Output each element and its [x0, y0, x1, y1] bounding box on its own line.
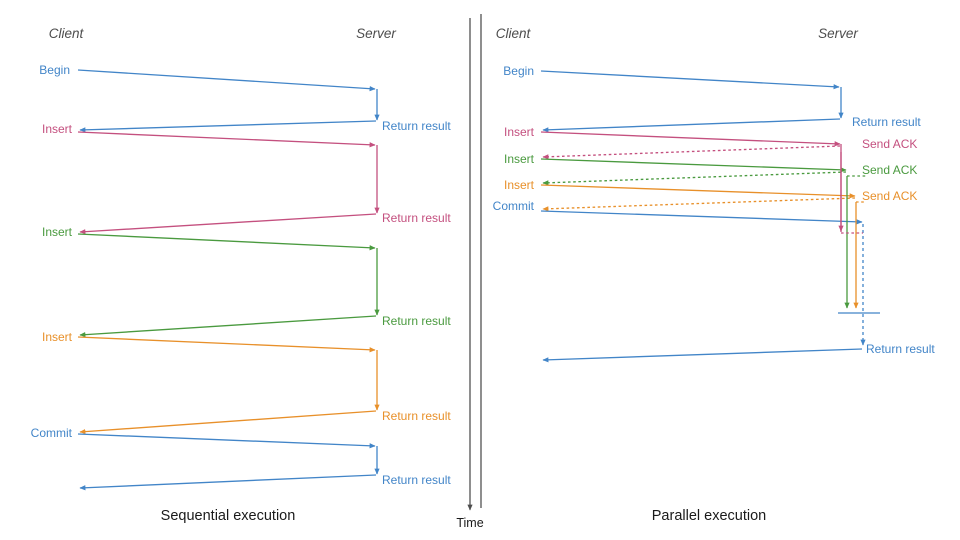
client-label-parallel-0: Begin: [503, 64, 534, 78]
message-commit-return-parallel: [542, 348, 863, 363]
message-insert3-ack-parallel: [542, 197, 856, 212]
server-label-sequential-4: Return result: [382, 473, 451, 487]
client-label-parallel-2: Insert: [504, 152, 535, 166]
message-begin-return-sequential: [79, 120, 377, 133]
message-insert2-request-sequential: [77, 233, 376, 251]
message-insert1-return-sequential: [79, 213, 377, 235]
message-insert3-request-parallel: [540, 184, 856, 199]
client-label-sequential-1: Insert: [42, 122, 73, 136]
client-label-sequential-0: Begin: [39, 63, 70, 77]
server-label-parallel-0: Return result: [852, 115, 921, 129]
server-label-parallel-1: Send ACK: [862, 137, 917, 151]
client-label-sequential-4: Commit: [31, 426, 73, 440]
server-label-parallel-4: Return result: [866, 342, 935, 356]
message-begin-return-parallel: [542, 118, 841, 133]
server-header-parallel: Server: [818, 26, 858, 41]
message-insert1-request-sequential: [77, 131, 376, 148]
client-header-sequential: Client: [49, 26, 85, 41]
message-insert3-request-sequential: [77, 336, 376, 353]
client-label-parallel-1: Insert: [504, 125, 535, 139]
message-begin-request-sequential: [77, 69, 376, 92]
panel-caption-sequential: Sequential execution: [161, 508, 296, 524]
message-insert1-ack-parallel: [542, 145, 841, 160]
message-insert2-ack-parallel: [542, 171, 847, 186]
message-commit-return-sequential: [79, 474, 377, 491]
message-begin-request-parallel: [540, 70, 840, 90]
client-label-parallel-3: Insert: [504, 178, 535, 192]
server-label-sequential-3: Return result: [382, 409, 451, 423]
message-insert1-request-parallel: [540, 131, 841, 147]
server-label-sequential-0: Return result: [382, 119, 451, 133]
panel-caption-parallel: Parallel execution: [652, 508, 766, 524]
message-commit-request-sequential: [77, 433, 376, 449]
time-axis-label: Time: [456, 516, 483, 530]
server-label-sequential-2: Return result: [382, 314, 451, 328]
client-label-sequential-2: Insert: [42, 225, 73, 239]
server-header-sequential: Server: [356, 26, 396, 41]
server-label-parallel-2: Send ACK: [862, 163, 917, 177]
message-commit-request-parallel: [540, 210, 863, 225]
message-insert3-return-sequential: [79, 410, 377, 435]
server-label-parallel-3: Send ACK: [862, 189, 917, 203]
server-label-sequential-1: Return result: [382, 211, 451, 225]
message-insert2-return-sequential: [79, 315, 377, 338]
client-label-sequential-3: Insert: [42, 330, 73, 344]
message-insert2-request-parallel: [540, 158, 847, 173]
client-header-parallel: Client: [496, 26, 532, 41]
client-label-parallel-4: Commit: [493, 199, 535, 213]
